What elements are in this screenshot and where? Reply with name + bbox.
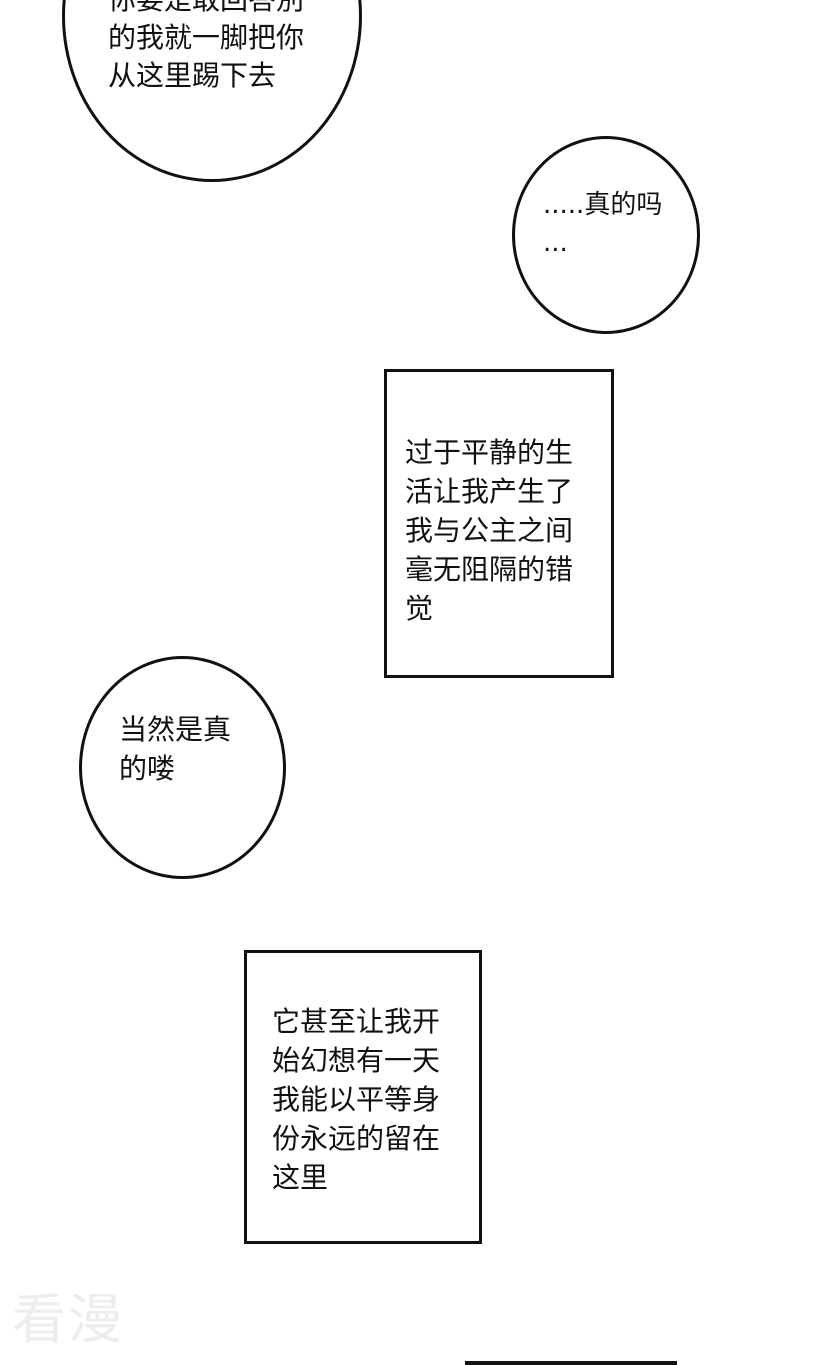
narration-box-two-line-2: 始幻想有一天 xyxy=(272,1044,441,1077)
narration-box-one-line-5: 觉 xyxy=(405,592,434,625)
narration-box-one xyxy=(384,369,614,678)
speech-bubble-top-line-1: 你要是敢回答別 xyxy=(108,0,304,19)
narration-box-one-line-2: 活让我产生了 xyxy=(405,475,574,508)
speech-bubble-left xyxy=(79,656,286,879)
narration-box-two xyxy=(244,950,482,1244)
narration-box-two-line-3: 我能以平等身 xyxy=(272,1083,441,1116)
narration-box-one-line-4: 毫无阻隔的错 xyxy=(405,553,574,586)
narration-box-one-line-3: 我与公主之间 xyxy=(405,514,574,547)
speech-bubble-left-line-2: 的喽 xyxy=(119,752,176,785)
next-panel-edge xyxy=(465,1361,677,1365)
narration-box-two-line-4: 份永远的留在 xyxy=(272,1122,441,1155)
speech-bubble-left-line-1: 当然是真 xyxy=(119,713,232,746)
narration-box-two-line-5: 这里 xyxy=(272,1161,329,1194)
narration-box-two-line-1: 它甚至让我开 xyxy=(272,1005,441,1038)
narration-box-one-line-1: 过于平静的生 xyxy=(405,436,574,469)
watermark-logo: 看漫 xyxy=(12,1288,124,1351)
speech-bubble-small-line-1: .....真的吗 xyxy=(543,190,663,220)
speech-bubble-top-line-2: 的我就一脚把你 xyxy=(108,21,305,54)
speech-bubble-small xyxy=(512,136,700,334)
speech-bubble-small-line-2: ... xyxy=(543,228,568,258)
speech-bubble-top-line-3: 从这里踢下去 xyxy=(108,59,277,92)
